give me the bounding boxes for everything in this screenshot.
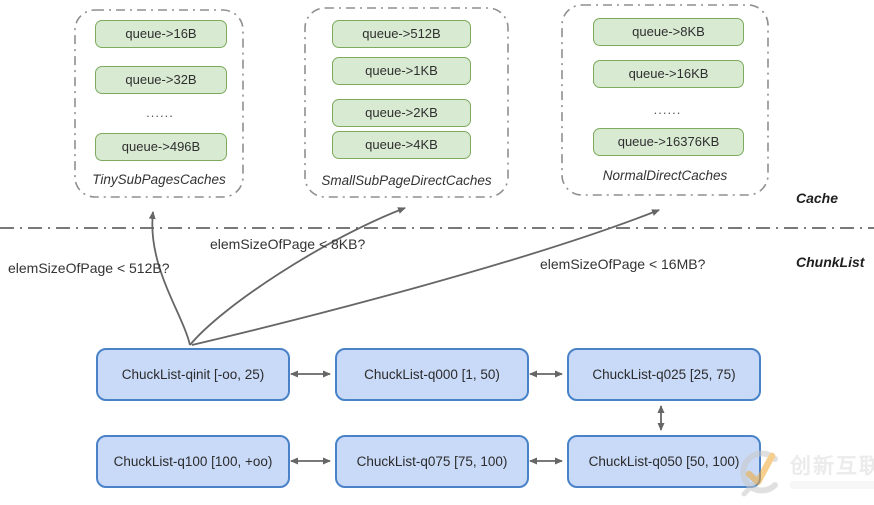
queue-ellipsis: ...... xyxy=(146,105,174,120)
queue-box: queue->2KB xyxy=(332,99,471,127)
queue-box: queue->496B xyxy=(95,133,227,161)
chunklist-node-qinit: ChuckList-qinit [-oo, 25) xyxy=(96,348,290,401)
arrow-to-normal-caches xyxy=(191,209,660,346)
cache-group-small: queue->512B queue->1KB queue->2KB queue-… xyxy=(305,8,508,197)
condition-label-8kb: elemSizeOfPage < 8KB? xyxy=(210,236,366,252)
watermark-logo: 创新互联 xyxy=(734,446,874,498)
cache-group-tiny: queue->16B queue->32B ...... queue->496B… xyxy=(75,10,243,197)
cache-group-normal: queue->8KB queue->16KB ...... queue->163… xyxy=(562,5,768,195)
arrow-to-small-caches xyxy=(189,207,406,346)
cache-group-label: TinySubPagesCaches xyxy=(92,172,226,187)
queue-box: queue->16KB xyxy=(593,60,744,88)
queue-box: queue->32B xyxy=(95,66,227,94)
condition-label-16mb: elemSizeOfPage < 16MB? xyxy=(540,256,706,272)
chunklist-node-q000: ChuckList-q000 [1, 50) xyxy=(335,348,529,401)
arrow-to-tiny-caches xyxy=(148,211,191,346)
watermark-subtext-placeholder xyxy=(790,480,874,489)
queue-box: queue->16B xyxy=(95,20,227,48)
cache-group-label: SmallSubPageDirectCaches xyxy=(321,173,492,188)
queue-box: queue->4KB xyxy=(332,131,471,159)
brand-check-icon xyxy=(740,450,778,497)
queue-box: queue->8KB xyxy=(593,18,744,46)
condition-label-512b: elemSizeOfPage < 512B? xyxy=(8,260,170,276)
watermark-brand-text: 创新互联 xyxy=(790,454,874,478)
chunklist-node-q050: ChuckList-q050 [50, 100) xyxy=(567,435,761,488)
section-label-chunklist: ChunkList xyxy=(796,254,865,270)
cache-group-label: NormalDirectCaches xyxy=(602,168,728,183)
chunklist-node-q025: ChuckList-q025 [25, 75) xyxy=(567,348,761,401)
queue-box: queue->512B xyxy=(332,20,471,48)
queue-box: queue->1KB xyxy=(332,57,471,85)
chunklist-node-q075: ChuckList-q075 [75, 100) xyxy=(335,435,529,488)
queue-ellipsis: ...... xyxy=(653,102,682,117)
chunklist-node-q100: ChuckList-q100 [100, +oo) xyxy=(96,435,290,488)
queue-box: queue->16376KB xyxy=(593,128,744,156)
section-label-cache: Cache xyxy=(796,190,839,206)
